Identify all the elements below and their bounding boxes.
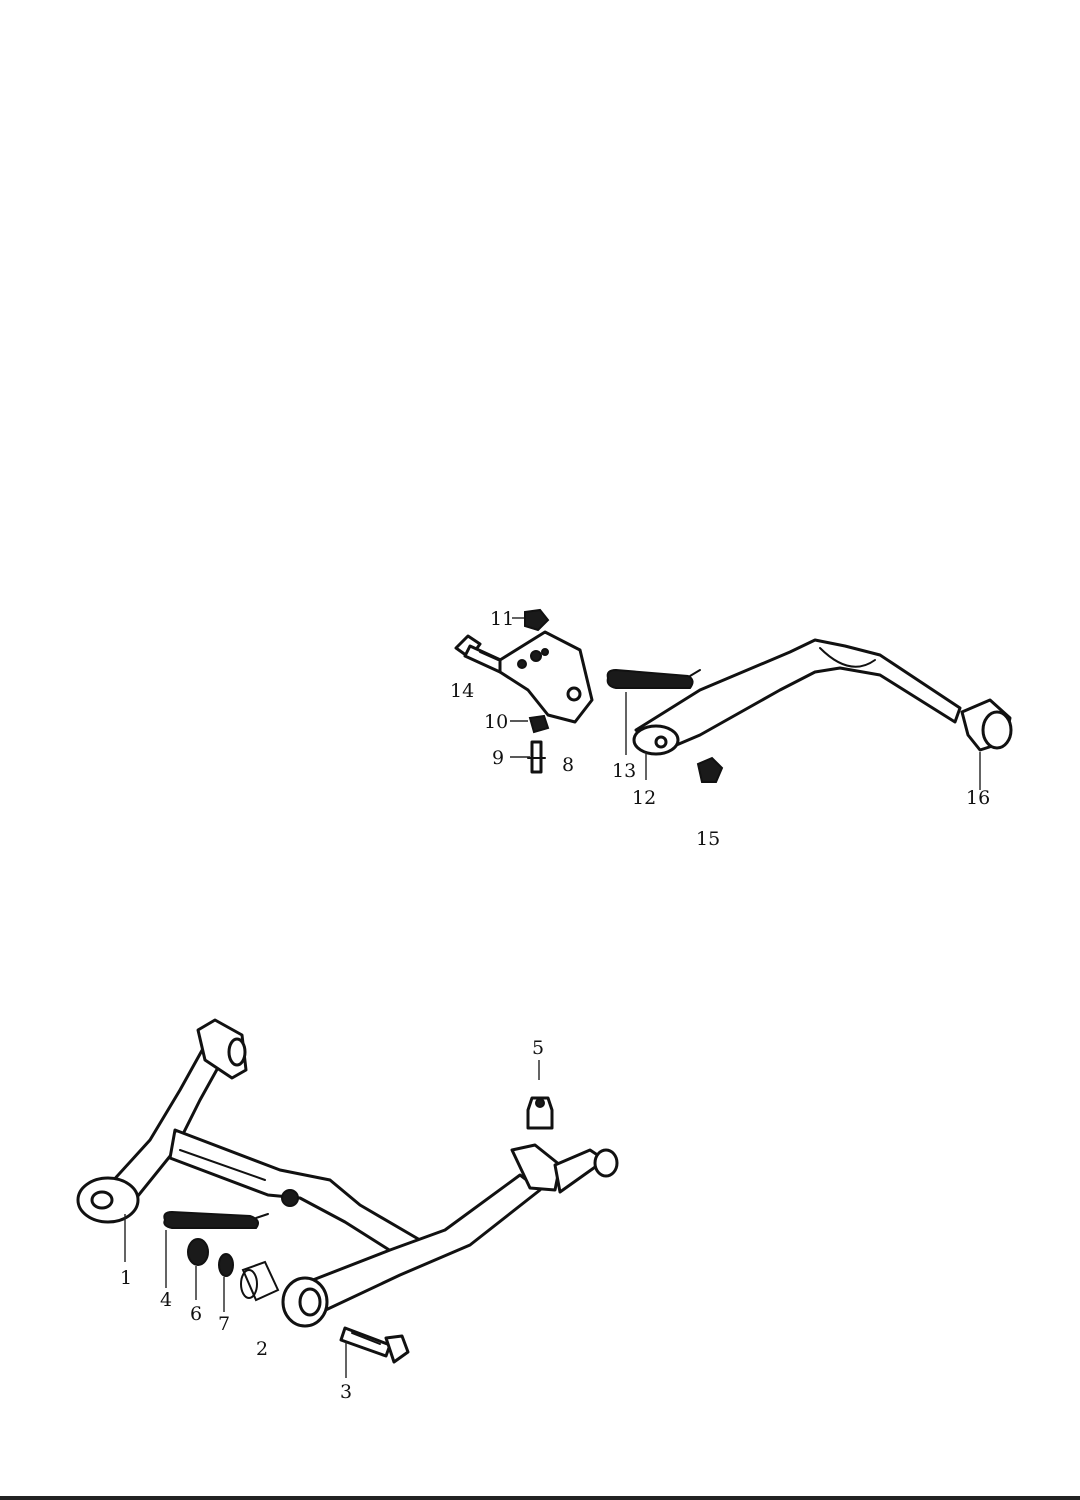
label-10: 10: [484, 711, 508, 733]
part-16-pedal-pad: [960, 698, 1013, 752]
label-14: 14: [450, 680, 474, 702]
label-3: 3: [340, 1381, 352, 1403]
label-16: 16: [966, 787, 990, 809]
label-13: 13: [612, 760, 636, 782]
label-8: 8: [562, 754, 574, 776]
part-7-washer: [218, 1253, 234, 1277]
label-4: 4: [160, 1289, 172, 1311]
lower-part-labels: 5 1 4 6 7 2 3: [120, 1037, 544, 1403]
part-8-9-pin: [527, 740, 546, 774]
brake-pedal-lever: [632, 638, 962, 756]
part-15-nut: [696, 756, 724, 783]
label-6: 6: [190, 1303, 202, 1325]
stand-left-leg: [98, 1018, 248, 1214]
label-15: 15: [696, 828, 720, 850]
label-1: 1: [120, 1267, 132, 1289]
label-2: 2: [256, 1338, 268, 1360]
part-5-stopper: [526, 1096, 554, 1130]
label-12: 12: [632, 787, 656, 809]
label-11: 11: [490, 608, 514, 630]
upper-part-labels: 11 14 10 9 8 13 12 15 16: [450, 608, 990, 850]
label-9: 9: [492, 747, 504, 769]
label-7: 7: [218, 1313, 230, 1335]
part-14-bolt: [454, 634, 507, 674]
center-stand-assembly: [76, 1018, 619, 1364]
part-4-spring: [163, 1210, 269, 1229]
stand-right-foot: [281, 1276, 329, 1328]
part-3-bolt: [339, 1326, 410, 1364]
label-5: 5: [532, 1037, 544, 1059]
spring-hook: [281, 1189, 299, 1207]
bottom-page-rule: [0, 1496, 1080, 1500]
part-11-nut: [524, 608, 550, 632]
part-10-nut: [528, 714, 550, 734]
pedal-bracket-plate: [498, 630, 594, 724]
stand-left-foot: [76, 1176, 140, 1224]
part-13-spring: [606, 668, 701, 689]
brake-pedal-assembly: [454, 608, 1013, 783]
part-2-bushing: [240, 1260, 280, 1302]
part-6-collar: [187, 1238, 209, 1266]
stand-right-pivot-arm: [510, 1143, 619, 1194]
